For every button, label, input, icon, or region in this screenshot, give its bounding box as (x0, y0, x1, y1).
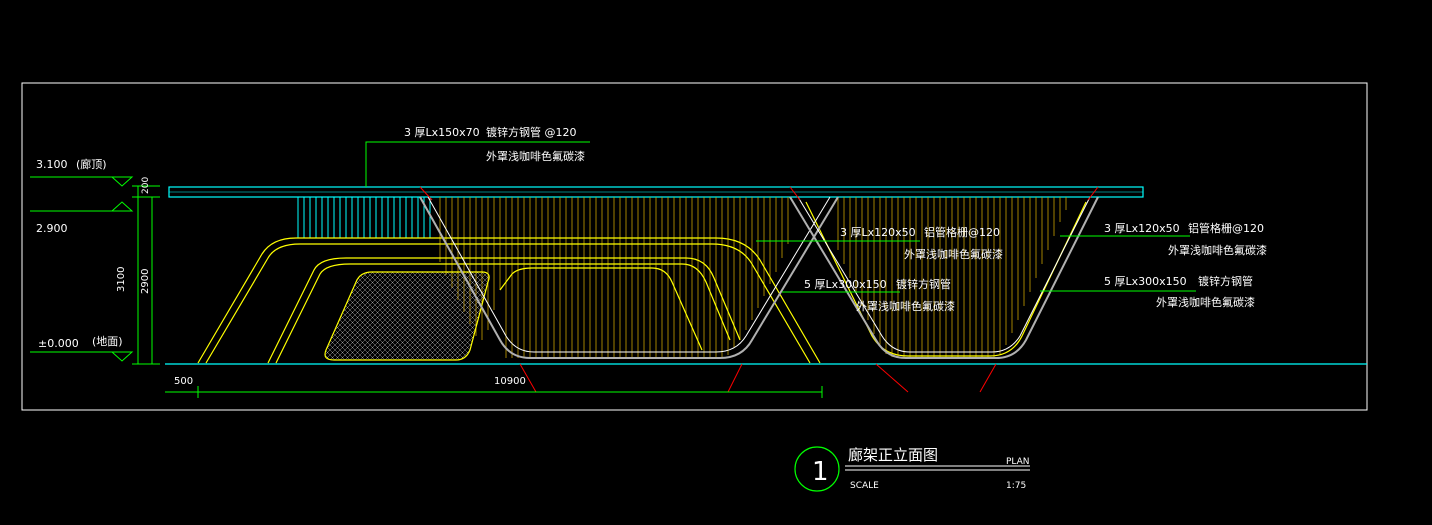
annotation-2-material: 铝管格栅@120 (924, 225, 1000, 239)
scale-value: 1:75 (1006, 481, 1026, 491)
leader-lines (365, 141, 1196, 293)
annotation-3-spec: 5 厚Lx300x150 (804, 278, 887, 291)
annotation-4-spec: 3 厚Lx120x50 (1104, 222, 1180, 235)
bottom-dimension (165, 386, 823, 398)
annotation-5-material: 镀锌方钢管 (1198, 274, 1253, 288)
red-extension-lines (419, 186, 1099, 393)
drawing-frame (21, 82, 1368, 411)
mesh-panel (324, 271, 490, 361)
yellow-grille-middle (439, 197, 789, 358)
annotation-1-material: 镀锌方钢管 @120 (486, 125, 577, 139)
level-marks (30, 176, 160, 365)
title-number: 1 (812, 457, 829, 487)
cyan-louvers (297, 197, 431, 238)
annotation-5-spec: 5 厚Lx300x150 (1104, 275, 1187, 288)
title-text: 廊架正立面图 (848, 446, 938, 464)
annotation-1-spec: 3 厚Lx150x70 (404, 126, 480, 139)
level-mid-value: 2.900 (36, 222, 68, 235)
level-roof-value: 3.100 (36, 158, 68, 171)
level-ground-note: (地面) (92, 335, 123, 348)
annotation-3-finish: 外罩浅咖啡色氟碳漆 (856, 299, 955, 313)
annotation-2-finish: 外罩浅咖啡色氟碳漆 (904, 247, 1003, 261)
annotation-1-finish: 外罩浅咖啡色氟碳漆 (486, 149, 585, 163)
level-ground-value: ±0.000 (38, 337, 79, 350)
dim-500: 500 (174, 376, 193, 387)
annotation-4-finish: 外罩浅咖啡色氟碳漆 (1168, 243, 1267, 257)
scale-label: SCALE (850, 481, 879, 491)
dim-200: 200 (141, 177, 151, 194)
annotation-5-finish: 外罩浅咖啡色氟碳漆 (1156, 295, 1255, 309)
annotation-4-material: 铝管格栅@120 (1188, 221, 1264, 235)
annotation-2-spec: 3 厚Lx120x50 (840, 226, 916, 239)
dim-2900: 2900 (140, 269, 151, 294)
annotation-3-material: 镀锌方钢管 (896, 277, 951, 291)
level-roof-note: (廊顶) (76, 157, 107, 171)
steel-diagonals (419, 196, 1099, 359)
plan-label: PLAN (1006, 457, 1030, 467)
dim-3100: 3100 (116, 267, 127, 292)
title-number-circle (794, 446, 840, 492)
dim-10900: 10900 (494, 376, 526, 387)
yellow-grille-right (837, 197, 1067, 358)
